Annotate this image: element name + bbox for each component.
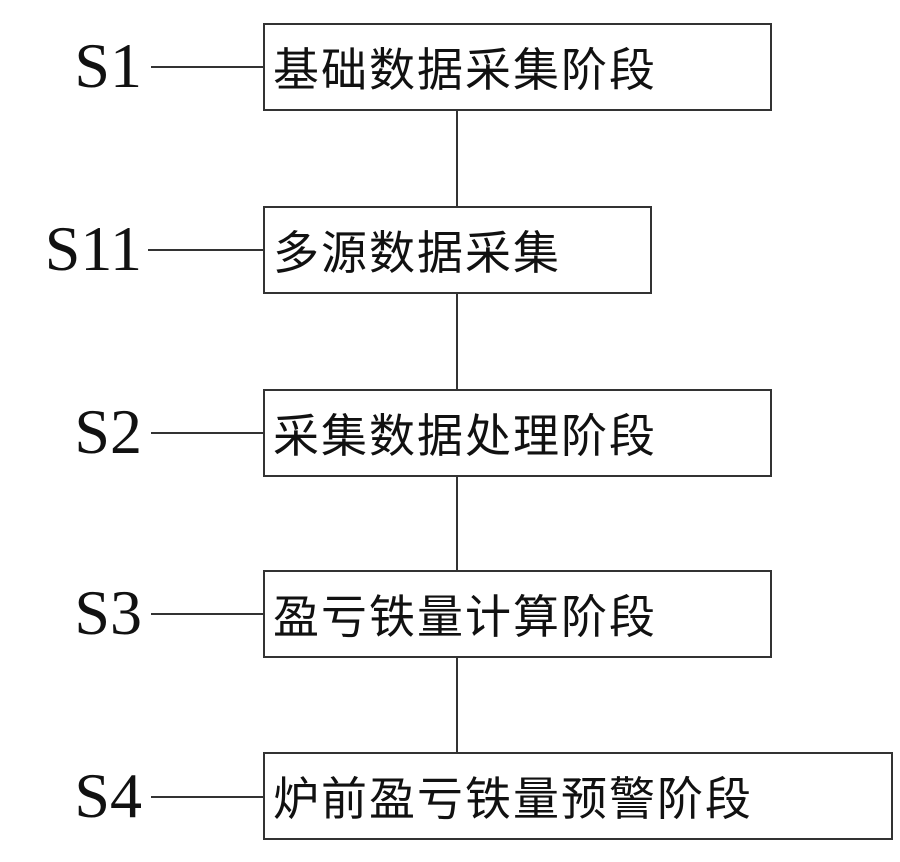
flow-line-s1-s11 — [456, 110, 458, 206]
connector-s4 — [151, 796, 263, 798]
connector-s1 — [151, 66, 263, 68]
step-label-s4: S4 — [0, 764, 142, 828]
step-box-s2: 采集数据处理阶段 — [263, 389, 772, 477]
connector-s11 — [148, 249, 263, 251]
step-label-s2: S2 — [0, 400, 142, 464]
connector-s3 — [151, 613, 263, 615]
step-label-s11: S11 — [0, 217, 142, 281]
flow-line-s2-s3 — [456, 476, 458, 570]
flow-line-s11-s2 — [456, 293, 458, 390]
step-label-s3: S3 — [0, 581, 142, 645]
step-box-s4: 炉前盈亏铁量预警阶段 — [263, 752, 893, 840]
step-label-s1: S1 — [0, 34, 142, 98]
step-box-s1: 基础数据采集阶段 — [263, 23, 772, 111]
step-box-s11: 多源数据采集 — [263, 206, 652, 294]
step-box-s3: 盈亏铁量计算阶段 — [263, 570, 772, 658]
connector-s2 — [151, 432, 263, 434]
flow-line-s3-s4 — [456, 657, 458, 752]
